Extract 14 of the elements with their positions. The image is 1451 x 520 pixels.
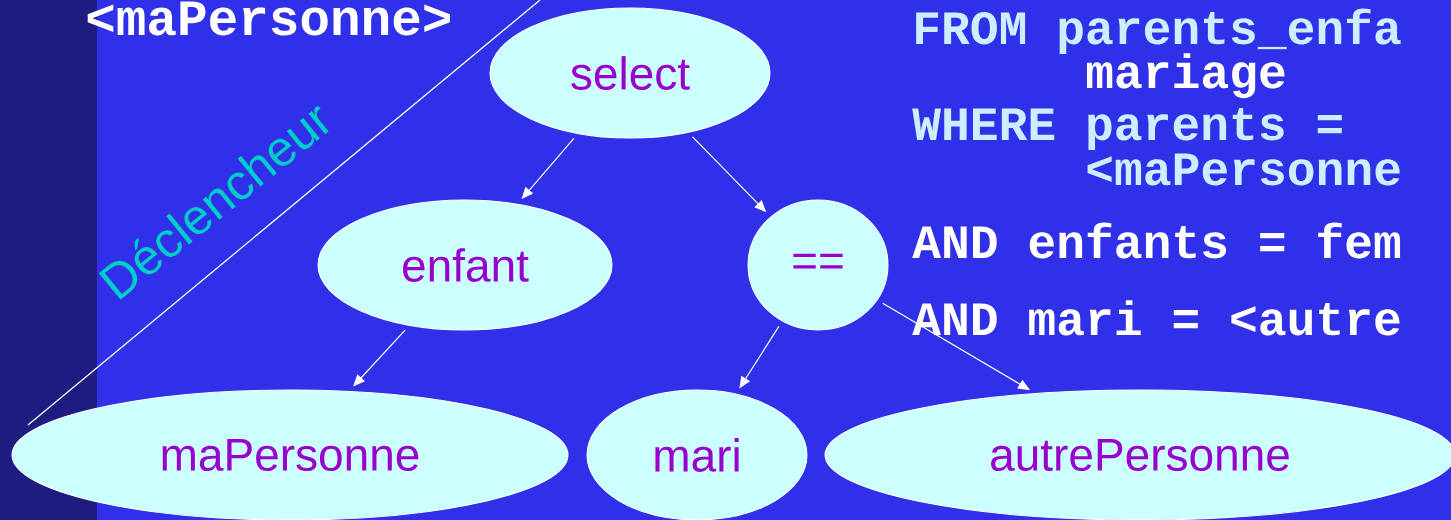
code-line: AND enfants = fem: [912, 222, 1401, 259]
code-line: FROM parents_enfa: [916, 8, 1401, 54]
code-line: mariage: [1086, 53, 1285, 99]
arrow: [353, 329, 406, 387]
ellipse-node: enfant: [317, 199, 613, 331]
ellipse-node: autrePersonne: [824, 389, 1451, 520]
code-line: WHERE parents =: [912, 108, 1342, 150]
ellipse-node: select: [489, 7, 771, 139]
ellipse-node: ==: [747, 199, 889, 331]
code-line: <maPersonne: [1087, 153, 1400, 186]
code-text: <maPersonne>: [87, 1, 450, 36]
code-line: AND mari = <autre: [912, 300, 1400, 336]
ellipse-node: maPersonne: [11, 389, 569, 520]
ellipse-node: mari: [586, 389, 808, 520]
